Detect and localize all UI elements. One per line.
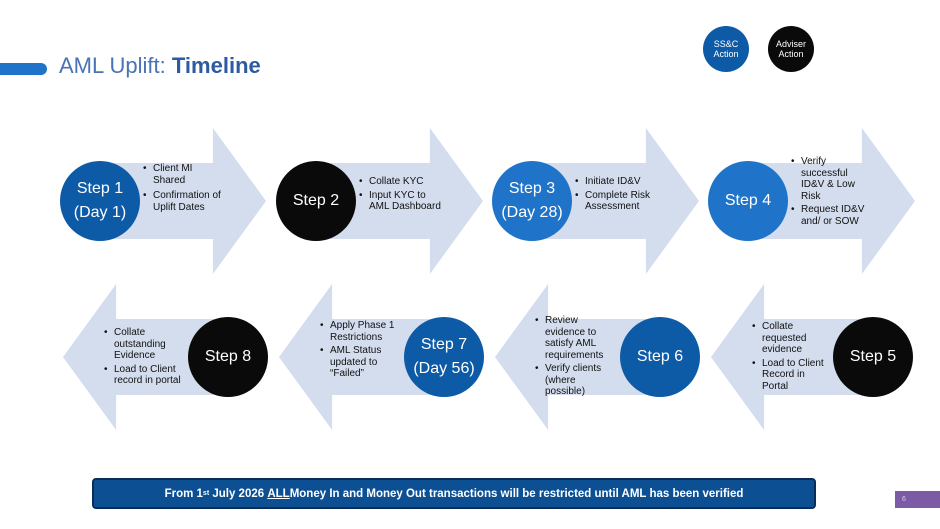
step-8-label: Step 8 — [204, 348, 252, 365]
step-4-circle: Step 4 — [708, 161, 788, 241]
step-7-bullets: Apply Phase 1 Restrictions AML Status up… — [320, 320, 402, 382]
step-4-bullet: Verify successful ID&V & Low Risk — [791, 156, 867, 202]
step-1-day: (Day 1) — [73, 204, 127, 221]
step-3-day: (Day 28) — [501, 204, 563, 221]
banner-text-mid: July 2026 — [209, 487, 268, 500]
legend-adviser-action: Adviser Action — [768, 26, 814, 72]
step-5-bullets: Collate requested evidence Load to Clien… — [752, 321, 832, 394]
step-1-bullets: Client MI Shared Confirmation of Uplift … — [143, 163, 225, 215]
step-7-circle: Step 7 (Day 56) — [404, 317, 484, 397]
step-3-circle: Step 3 (Day 28) — [492, 161, 572, 241]
step-1-bullet: Confirmation of Uplift Dates — [143, 190, 225, 213]
step-5-bullet: Load to Client Record in Portal — [752, 358, 832, 393]
step-6-label: Step 6 — [636, 348, 684, 365]
step-2-label: Step 2 — [292, 192, 340, 209]
step-7-day: (Day 56) — [413, 360, 475, 377]
step-7-bullet: Apply Phase 1 Restrictions — [320, 320, 402, 343]
step-4-bullet: Request ID&V and/ or SOW — [791, 204, 867, 227]
step-2-bullets: Collate KYC Input KYC to AML Dashboard — [359, 176, 445, 215]
step-2-circle: Step 2 — [276, 161, 356, 241]
legend-ssc-label: SS&C Action — [713, 39, 739, 59]
step-3-bullet: Complete Risk Assessment — [575, 190, 657, 213]
step-6-circle: Step 6 — [620, 317, 700, 397]
step-5-bullet: Collate requested evidence — [752, 321, 832, 356]
step-6-bullets: Review evidence to satisfy AML requireme… — [535, 315, 617, 400]
page-title: AML Uplift: Timeline — [59, 53, 261, 78]
legend-adviser-label: Adviser Action — [775, 39, 806, 59]
step-6-bullet: Verify clients (where possible) — [535, 363, 617, 398]
step-2-bullet: Collate KYC — [359, 176, 445, 188]
banner-text-emphasis: ALL — [267, 487, 290, 500]
page-number: 6 — [895, 491, 940, 508]
step-8-bullet: Collate outstanding Evidence — [104, 327, 188, 362]
title-accent-bar — [0, 63, 47, 75]
step-4-bullets: Verify successful ID&V & Low Risk Reques… — [791, 156, 867, 229]
step-5-label: Step 5 — [849, 348, 897, 365]
step-1-bullet: Client MI Shared — [143, 163, 225, 186]
step-1-label: Step 1 — [76, 180, 124, 197]
step-8-bullets: Collate outstanding Evidence Load to Cli… — [104, 327, 188, 389]
step-2-bullet: Input KYC to AML Dashboard — [359, 190, 445, 213]
legend-ssc-action: SS&C Action — [703, 26, 749, 72]
step-4-label: Step 4 — [724, 192, 772, 209]
step-8-bullet: Load to Client record in portal — [104, 364, 188, 387]
step-5-circle: Step 5 — [833, 317, 913, 397]
banner-text-post: Money In and Money Out transactions will… — [289, 487, 744, 500]
step-1-circle: Step 1 (Day 1) — [60, 161, 140, 241]
step-8-circle: Step 8 — [188, 317, 268, 397]
step-7-label: Step 7 — [420, 336, 468, 353]
step-3-bullet: Initiate ID&V — [575, 176, 657, 188]
step-7-bullet: AML Status updated to “Failed” — [320, 345, 402, 380]
step-3-label: Step 3 — [508, 180, 556, 197]
banner-text-sup: st — [202, 490, 210, 497]
banner-text-pre: From 1 — [164, 487, 203, 500]
step-6-bullet: Review evidence to satisfy AML requireme… — [535, 315, 617, 361]
step-3-bullets: Initiate ID&V Complete Risk Assessment — [575, 176, 657, 215]
